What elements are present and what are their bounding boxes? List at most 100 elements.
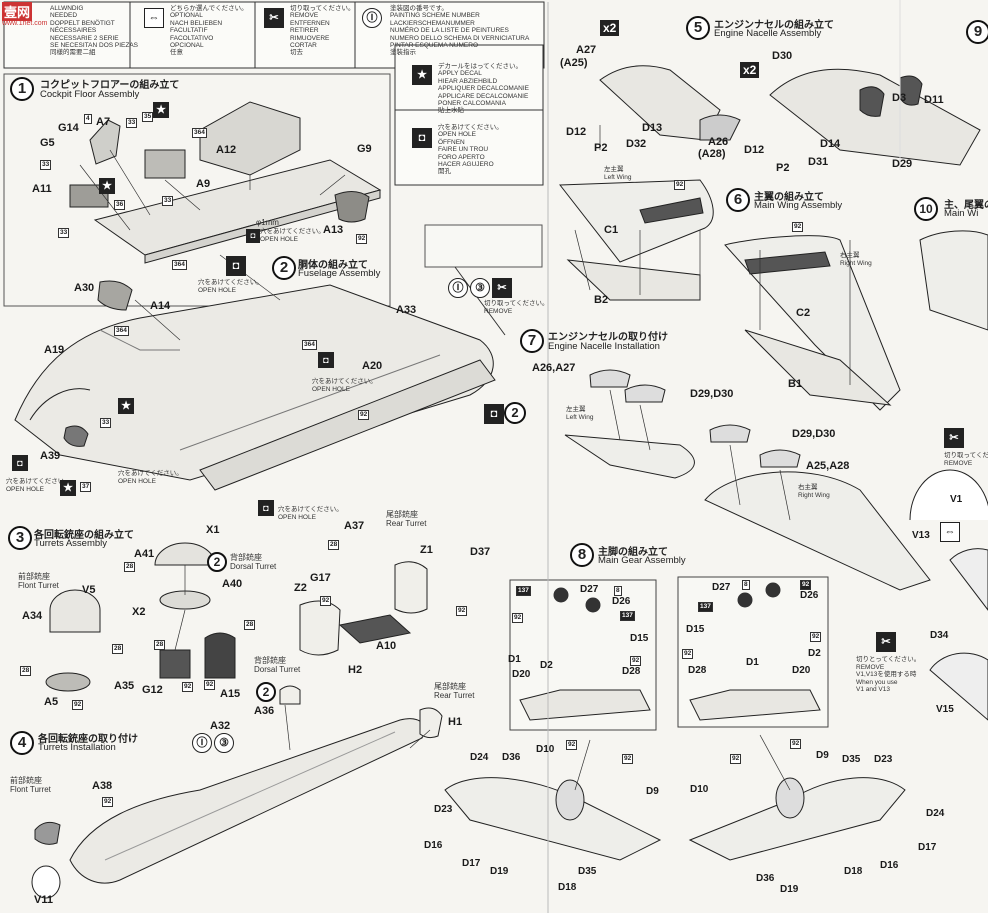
paint-number-tag: 137 (516, 586, 531, 596)
right-wing-caption-2: 右主翼 Right Wing (798, 484, 830, 499)
step-3-title-jp: 各回転銃座の組み立て (34, 530, 134, 541)
star-decal-icon: ★ (99, 178, 115, 194)
remove-note-2: 切り取ってください。 REMOVE (944, 452, 988, 467)
part-label-c2: C2 (796, 307, 811, 319)
part-label-d1b: D1 (746, 657, 759, 668)
paint-number-tag: 33 (126, 118, 138, 128)
paint-number-tag: 92 (800, 580, 812, 590)
part-label-d28: D28 (622, 666, 641, 677)
remove-note-3: 切りとってください。 REMOVE V1,V13を使用する時 When you … (856, 656, 921, 693)
part-label-b2: B2 (594, 294, 609, 306)
paint-number-tag: 92 (204, 680, 216, 690)
part-label-g14: G14 (58, 122, 79, 134)
paint-number-tag: 36 (114, 200, 126, 210)
part-label-d16b: D16 (880, 860, 899, 871)
painting-scheme-icon: Ⓘ (192, 733, 212, 753)
part-label-z1: Z1 (420, 544, 433, 556)
part-label-d3: D3 (892, 92, 907, 104)
part-label-a37: A37 (344, 520, 365, 532)
open-hole-icon: ◘ (484, 404, 504, 424)
scissors-remove-icon: ✂ (876, 632, 896, 652)
part-label-a41: A41 (134, 548, 155, 560)
left-wing-caption-2: 左主翼 Left Wing (566, 406, 594, 421)
scissors-remove-icon: ✂ (264, 8, 284, 28)
part-label-a27: A27 (576, 44, 597, 56)
part-label-d23b: D23 (874, 754, 893, 765)
star-decal-icon: ★ (153, 102, 169, 118)
part-label-d19b: D19 (780, 884, 799, 895)
part-label-a36: A36 (254, 705, 275, 717)
paint-number-tag: 92 (182, 682, 194, 692)
paint-number-tag: 92 (810, 632, 822, 642)
part-label-c1: C1 (604, 224, 619, 236)
part-label-d17b: D17 (918, 842, 937, 853)
part-label-d23: D23 (434, 804, 453, 815)
paint-number-tag: 137 (698, 602, 713, 612)
part-label-z2: Z2 (294, 582, 307, 594)
part-label-p2b: P2 (776, 162, 790, 174)
rear-turret-caption: 尾部銃座 Rear Turret (386, 510, 427, 528)
part-label-d12b: D12 (744, 144, 765, 156)
dorsal-turret-caption: 背部銃座 Dorsal Turret (230, 553, 277, 571)
part-label-d15: D15 (630, 633, 649, 644)
legend-remove-text: 切り取ってください。 REMOVE ENTFERNEN RETIRER RIMU… (290, 5, 355, 57)
paint-number-tag: 92 (622, 754, 634, 764)
painting-scheme-3-icon: ③ (214, 733, 234, 753)
part-label-d28b: D28 (688, 665, 707, 676)
part-label-a14: A14 (150, 300, 171, 312)
part-label-d26: D26 (612, 596, 631, 607)
step-2-reference: 2 (207, 552, 227, 572)
step-6-title-jp: 主翼の組み立て (754, 192, 824, 203)
part-label-d1: D1 (508, 654, 521, 665)
paint-number-tag: 35 (142, 112, 154, 122)
drill-size-text: φ1mm (256, 218, 279, 227)
open-hole-icon: ◘ (12, 455, 28, 471)
paint-number-tag: 92 (630, 656, 642, 666)
open-hole-icon: ◘ (258, 500, 274, 516)
part-label-d14: D14 (820, 138, 841, 150)
step-10-title-jp: 主、尾翼の (944, 200, 988, 211)
quantity-x2-badge: x2 (600, 20, 620, 36)
step-2-number: 2 (272, 256, 296, 280)
step-7-title-jp: エンジンナセルの取り付け (548, 332, 668, 343)
paint-number-tag: 28 (112, 644, 124, 654)
paint-number-tag: 33 (58, 228, 70, 238)
part-label-h2: H2 (348, 664, 363, 676)
part-label-a10: A10 (376, 640, 397, 652)
legend-decal-text: デカールをはってください。 APPLY DECAL HIEAR ABZIEHBI… (438, 63, 530, 115)
step-4-number: 4 (10, 731, 34, 755)
step-2-title-jp: 胴体の組み立て (298, 260, 368, 271)
part-label-v11: V11 (34, 894, 53, 906)
remove-note-1: 切り取ってください。 REMOVE (484, 300, 549, 315)
part-label-d34: D34 (930, 630, 949, 641)
rear-turret-caption-2: 尾部銃座 Rear Turret (434, 682, 475, 700)
part-label-h1: H1 (448, 716, 463, 728)
part-label-a33: A33 (396, 304, 417, 316)
paint-number-tag: 92 (566, 740, 578, 750)
step-5-number: 5 (686, 16, 710, 40)
part-label-a35: A35 (114, 680, 135, 692)
part-label-d29-d30-b: D29,D30 (792, 428, 836, 440)
open-hole-icon: ◘ (412, 128, 432, 148)
part-label-a38: A38 (92, 780, 113, 792)
legend-optional-text: どちらか選んでください。 OPTIONAL NACH BELIEBEN FACU… (170, 5, 248, 57)
paint-number-tag: 92 (512, 613, 524, 623)
paint-number-tag: 364 (192, 128, 207, 138)
paint-number-tag: 92 (356, 234, 368, 244)
paint-number-tag: 37 (80, 482, 92, 492)
part-label-g5: G5 (40, 137, 55, 149)
open-hole-note-6: 穴をあけてください。 OPEN HOLE (278, 506, 343, 521)
step-10-number: 10 (914, 197, 938, 221)
part-label-a30: A30 (74, 282, 95, 294)
part-label-d11: D11 (924, 94, 944, 106)
paint-number-tag: 28 (124, 562, 136, 572)
open-hole-note-1: 穴をあけてください。 OPEN HOLE (260, 228, 325, 243)
paint-number-tag: 28 (154, 640, 166, 650)
step-1-number: 1 (10, 77, 34, 101)
step-5-title-en: Engine Nacelle Assembly (714, 28, 822, 39)
step-5-title-jp: エンジンナセルの組み立て (714, 20, 834, 31)
part-label-a40: A40 (222, 578, 243, 590)
scissors-remove-icon: ✂ (944, 428, 964, 448)
star-decal-icon: ★ (412, 65, 432, 85)
